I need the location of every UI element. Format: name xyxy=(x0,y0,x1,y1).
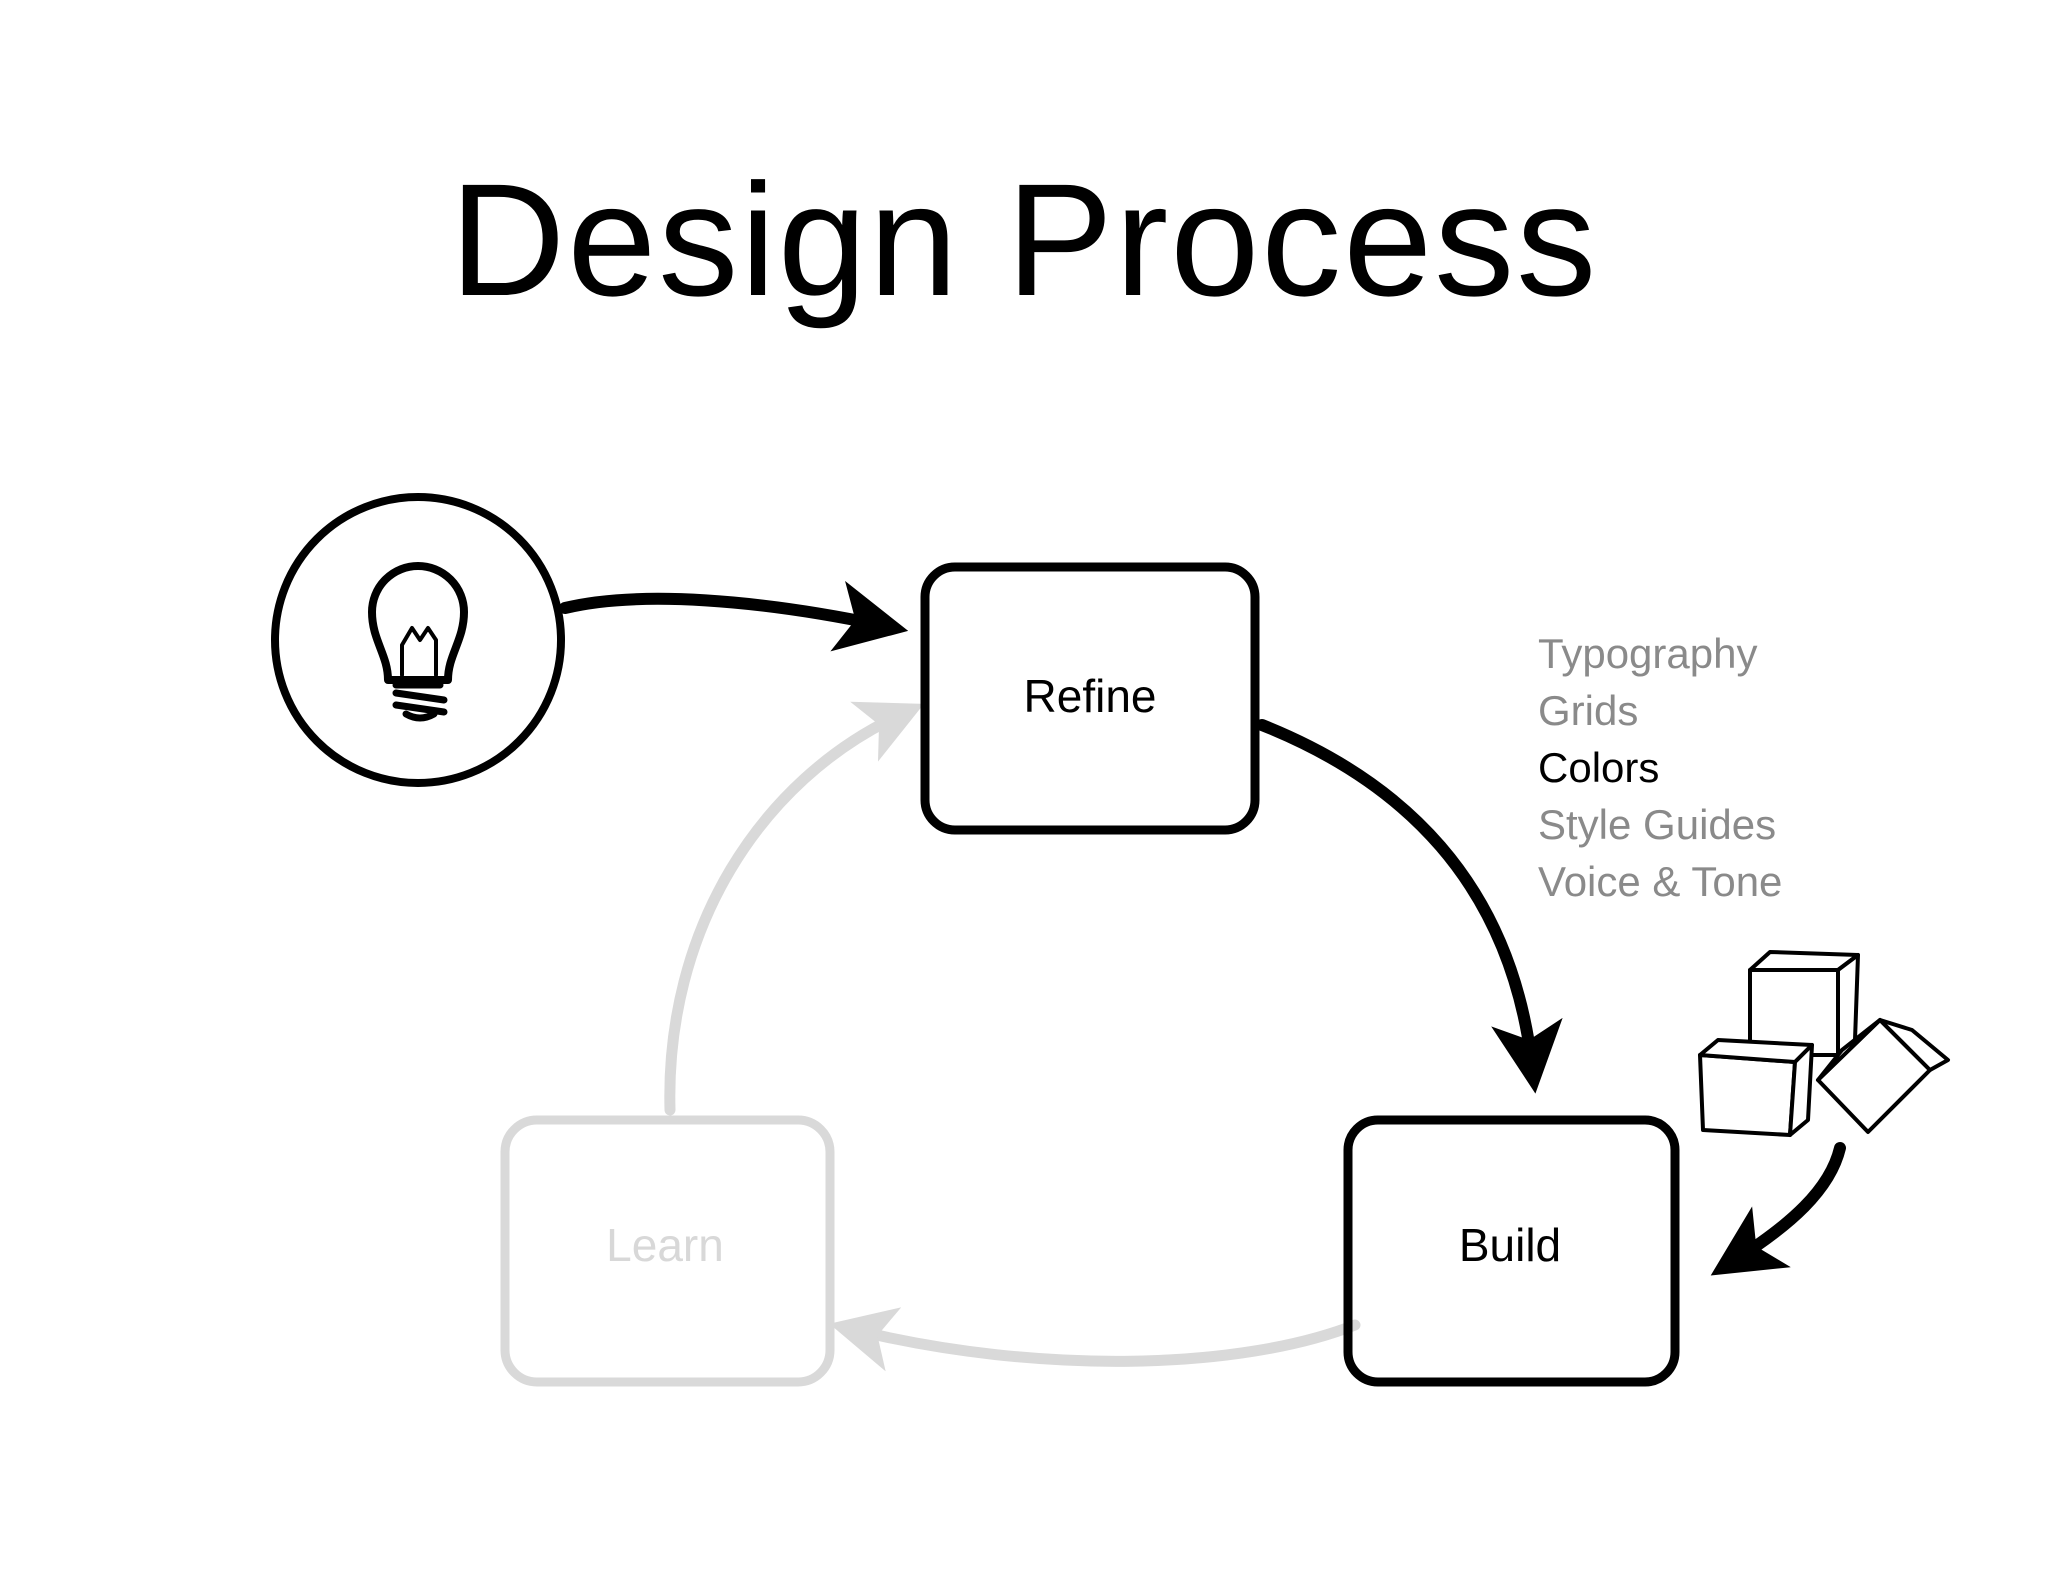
build-box xyxy=(1343,1115,1680,1387)
arrow-refine-to-build xyxy=(1256,719,1563,1094)
topic-typography: Typography xyxy=(1538,630,1758,677)
building-blocks-icon xyxy=(1698,950,1950,1137)
idea-circle xyxy=(271,493,565,787)
build-label: Build xyxy=(1458,1219,1562,1271)
arrow-learn-to-refine xyxy=(664,701,924,1116)
arrow-idea-to-refine xyxy=(559,580,909,652)
arrow-build-to-learn xyxy=(829,1307,1361,1372)
arrow-blocks-to-build xyxy=(1710,1142,1846,1276)
page-title: Design Process xyxy=(449,150,1599,329)
lightbulb-icon xyxy=(368,562,468,722)
learn-label: Learn xyxy=(606,1219,724,1271)
refine-label: Refine xyxy=(1023,670,1157,722)
refine-box xyxy=(920,562,1260,835)
topic-voice-tone: Voice & Tone xyxy=(1538,858,1783,905)
learn-box xyxy=(500,1115,835,1387)
refine-topics-list: Typography Grids Colors Style Guides Voi… xyxy=(1538,625,1782,910)
topic-style-guides: Style Guides xyxy=(1538,801,1777,848)
topic-grids: Grids xyxy=(1538,687,1639,734)
topic-colors: Colors xyxy=(1538,744,1660,791)
